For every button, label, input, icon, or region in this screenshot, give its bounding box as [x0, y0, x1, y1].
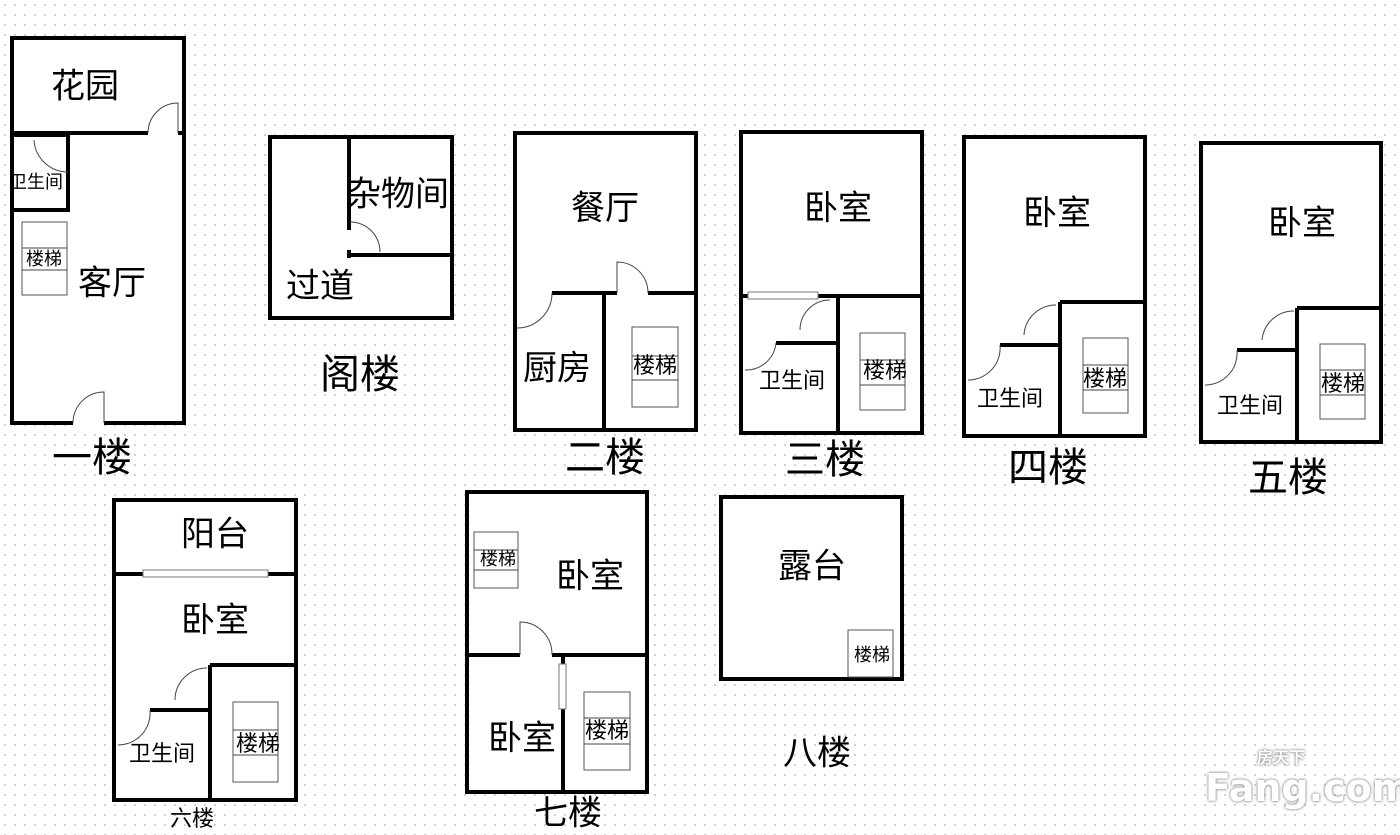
room-corridor: 过道: [286, 267, 354, 307]
floor-label: 八楼: [783, 734, 851, 774]
room-living: 客厅: [78, 264, 146, 304]
floor-label: 一楼: [52, 435, 132, 481]
room-bedroom: 卧室: [804, 189, 872, 229]
floor-8-plan: 露台 楼梯 八楼: [719, 495, 904, 774]
room-bedroom: 卧室: [1268, 204, 1336, 244]
room-stairs: 楼梯: [863, 359, 907, 384]
room-stairs: 楼梯: [585, 719, 629, 744]
watermark-logo: 房天下 Fang.com: [1205, 748, 1400, 809]
room-stairs: 楼梯: [1321, 372, 1365, 397]
floor-1-plan: 花园 卫生间 楼梯 客厅 一楼: [9, 36, 186, 481]
room-kitchen: 厨房: [523, 349, 591, 389]
room-bathroom: 卫生间: [1217, 394, 1283, 419]
floor-label: 七楼: [534, 794, 602, 834]
watermark-en: Fang.com: [1205, 766, 1400, 810]
floor-5-plan: 卧室 卫生间 楼梯 五楼: [1199, 141, 1383, 501]
floor-label: 六楼: [170, 807, 214, 832]
room-bathroom: 卫生间: [9, 172, 63, 193]
floor-label: 二楼: [565, 435, 645, 481]
attic-plan: 杂物间 过道 阁楼: [268, 135, 454, 398]
floor-7-plan: 楼梯 卧室 卧室 楼梯 七楼: [465, 490, 649, 834]
floor-label: 五楼: [1248, 455, 1328, 501]
floor-3-plan: 卧室 卫生间 楼梯 三楼: [739, 130, 924, 483]
room-bedroom: 卧室: [1023, 194, 1091, 234]
room-stairs: 楼梯: [26, 249, 62, 270]
room-stairs: 楼梯: [480, 549, 516, 570]
room-bedroom: 卧室: [488, 719, 556, 759]
room-stairs: 楼梯: [1083, 367, 1127, 392]
room-bathroom: 卫生间: [977, 387, 1043, 412]
floor-label: 阁楼: [320, 352, 400, 398]
floor-label: 四楼: [1008, 445, 1088, 491]
room-dining: 餐厅: [571, 189, 639, 229]
room-stairs: 楼梯: [633, 354, 677, 379]
floor-6-plan: 阳台 卧室 卫生间 楼梯 六楼: [112, 498, 298, 832]
room-balcony: 阳台: [181, 515, 249, 555]
floor-label: 三楼: [785, 437, 865, 483]
room-bathroom: 卫生间: [759, 369, 825, 394]
floor-2-plan: 餐厅 厨房 楼梯 二楼: [513, 131, 698, 481]
room-stairs: 楼梯: [236, 732, 280, 757]
room-garden: 花园: [51, 67, 119, 107]
room-storage: 杂物间: [347, 175, 449, 215]
room-bedroom: 卧室: [556, 557, 624, 597]
room-bedroom: 卧室: [181, 601, 249, 641]
floor-4-plan: 卧室 卫生间 楼梯 四楼: [962, 135, 1147, 491]
room-terrace: 露台: [778, 547, 846, 587]
room-bathroom: 卫生间: [129, 742, 195, 767]
watermark-cn: 房天下: [1257, 748, 1306, 767]
room-stairs: 楼梯: [854, 645, 890, 666]
